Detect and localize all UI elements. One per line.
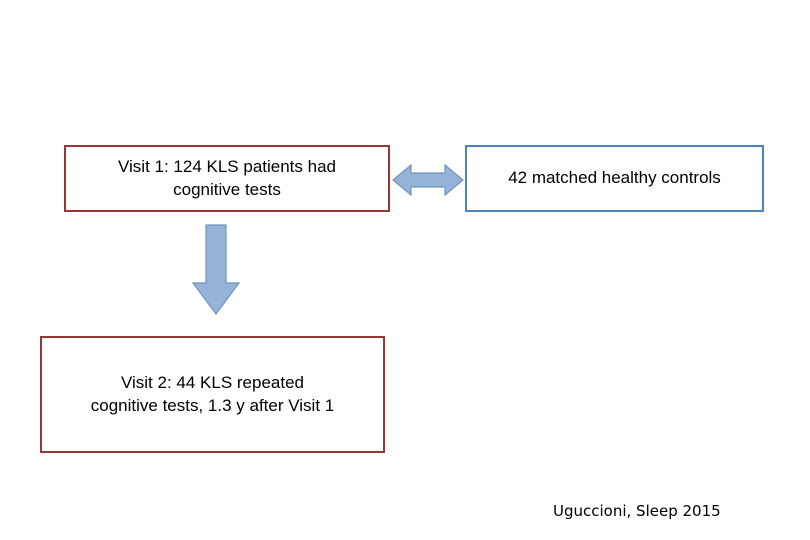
visit-2-box: Visit 2: 44 KLS repeated cognitive tests…: [40, 336, 385, 453]
visit-1-box-text: Visit 1: 124 KLS patients had cognitive …: [117, 156, 336, 199]
healthy-controls-box-text: 42 matched healthy controls: [508, 168, 721, 188]
visit-2-box-text: Visit 2: 44 KLS repeated cognitive tests…: [90, 372, 335, 415]
healthy-controls-box: 42 matched healthy controls: [465, 145, 764, 212]
down-arrow-icon: [191, 224, 241, 316]
citation-text: Uguccioni, Sleep 2015: [553, 502, 721, 520]
visit-1-box: Visit 1: 124 KLS patients had cognitive …: [64, 145, 390, 212]
double-arrow-icon: [392, 163, 464, 197]
